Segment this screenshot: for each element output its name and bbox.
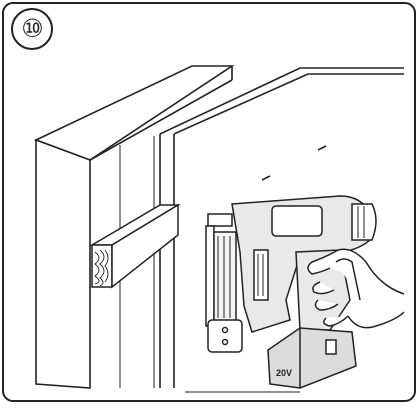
panel-icon: [153, 67, 404, 388]
board-icon: [33, 65, 235, 389]
step-number: ⑩: [21, 14, 43, 43]
step-circle-icon: [11, 8, 53, 50]
step-badge: ⑩: [8, 8, 60, 52]
batten-icon: [89, 203, 181, 289]
battery-icon: 20V: [267, 327, 357, 389]
battery-label: 20V: [276, 368, 292, 378]
hand-icon: [307, 248, 405, 329]
frame-border: [2, 2, 416, 402]
